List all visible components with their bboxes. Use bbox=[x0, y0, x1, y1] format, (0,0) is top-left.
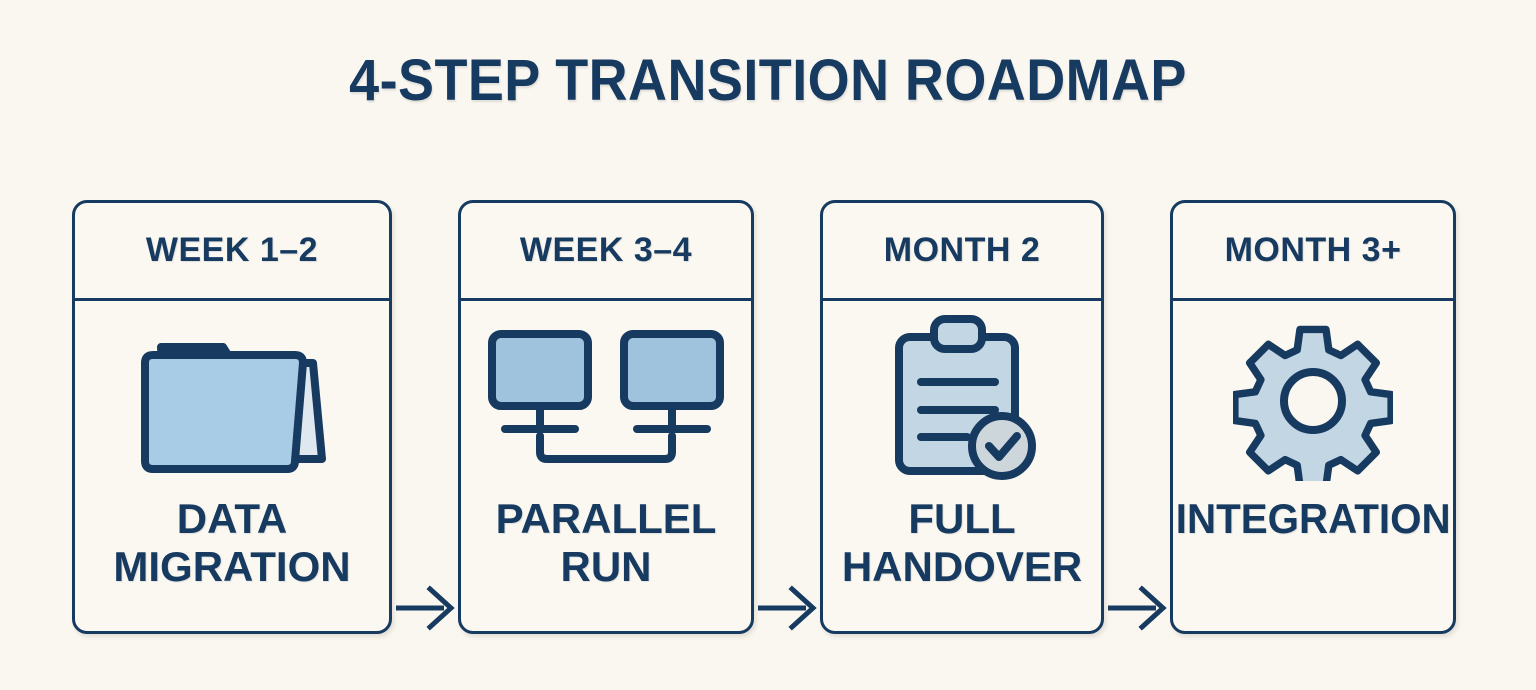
step-card-2-header-label: WEEK 3–4 bbox=[519, 231, 693, 269]
step-card-4-icon-slot bbox=[1173, 301, 1453, 501]
step-card-3-label: FULL HANDOVER bbox=[841, 495, 1083, 590]
step-card-3-icon-slot bbox=[823, 301, 1101, 501]
step-card-2-header: WEEK 3–4 bbox=[461, 203, 751, 301]
arrow-right-icon-2 bbox=[758, 580, 824, 636]
step-card-2-label: PARALLEL RUN bbox=[495, 495, 717, 590]
step-card-3-header-label: MONTH 2 bbox=[883, 231, 1041, 269]
step-card-1-body: DATA MIGRATION bbox=[75, 301, 389, 634]
step-card-3-header: MONTH 2 bbox=[823, 203, 1101, 301]
step-card-4-label: INTEGRATION bbox=[1175, 495, 1451, 542]
step-card-1-header: WEEK 1–2 bbox=[75, 203, 389, 301]
step-card-4[interactable]: MONTH 3+ INTEGRATION bbox=[1170, 200, 1456, 634]
step-card-2[interactable]: WEEK 3–4 bbox=[458, 200, 754, 634]
clipboard-check-icon bbox=[895, 315, 1036, 480]
steps-row: WEEK 1–2 DATA MIGRATION bbox=[0, 200, 1536, 636]
step-card-3[interactable]: MONTH 2 bbox=[820, 200, 1104, 634]
folder-icon bbox=[141, 343, 326, 473]
step-card-1[interactable]: WEEK 1–2 DATA MIGRATION bbox=[72, 200, 392, 634]
step-card-2-body: PARALLEL RUN bbox=[461, 301, 751, 634]
step-card-4-header: MONTH 3+ bbox=[1173, 203, 1453, 301]
dual-monitors-icon bbox=[488, 330, 724, 463]
page-title: 4-STEP TRANSITION ROADMAP bbox=[349, 48, 1187, 113]
step-card-4-header-label: MONTH 3+ bbox=[1224, 231, 1402, 269]
step-card-1-header-label: WEEK 1–2 bbox=[145, 231, 319, 269]
step-card-1-icon-slot bbox=[75, 301, 389, 501]
arrow-right-icon-1 bbox=[396, 580, 462, 636]
step-card-4-body: INTEGRATION bbox=[1173, 301, 1453, 634]
arrow-right-icon-3 bbox=[1108, 580, 1174, 636]
step-card-2-icon-slot bbox=[461, 301, 751, 501]
step-card-3-body: FULL HANDOVER bbox=[823, 301, 1101, 634]
gear-icon bbox=[1233, 325, 1393, 481]
step-card-1-label: DATA MIGRATION bbox=[113, 495, 351, 590]
